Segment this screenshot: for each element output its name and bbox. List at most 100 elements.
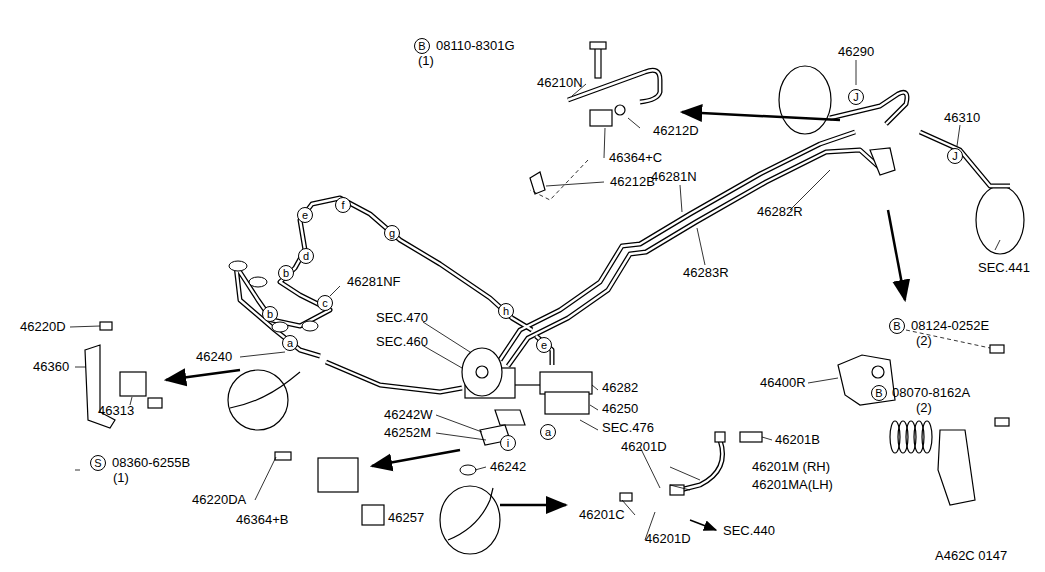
part-number: 46281NF xyxy=(347,274,400,289)
brake-pipe-inner xyxy=(920,132,1010,186)
master-cylinder xyxy=(476,366,488,378)
part-number: 46310 xyxy=(944,110,980,125)
brake-pipe xyxy=(236,70,1010,392)
callout-letter: e xyxy=(302,210,308,221)
part-number: 46400R xyxy=(760,375,806,390)
letter-callout: J xyxy=(947,148,963,164)
part-number: 46201M (RH) xyxy=(752,459,830,474)
leader-line xyxy=(680,185,682,212)
leader-line xyxy=(70,60,1000,540)
leader-line xyxy=(75,367,86,368)
letter-callout: g xyxy=(384,225,400,241)
callout-letter: J xyxy=(853,92,859,103)
joint-and-bracket xyxy=(120,372,146,396)
leader-line xyxy=(423,322,470,352)
joint-and-bracket xyxy=(740,432,762,442)
leader-line xyxy=(580,420,598,430)
callout-letter: g xyxy=(389,228,395,239)
direction-arrow xyxy=(682,112,840,120)
part-number: 08124-0252E xyxy=(911,318,989,333)
part-number: 08360-6255B xyxy=(112,455,190,470)
joint-and-bracket xyxy=(838,355,895,405)
return-spring xyxy=(890,421,932,453)
leader-line xyxy=(604,128,605,158)
wheel-outline xyxy=(228,66,1024,554)
joint-and-bracket xyxy=(362,505,384,525)
callout-letter: B xyxy=(418,41,425,52)
direction-arrow xyxy=(690,520,716,530)
leader-line xyxy=(628,118,640,128)
joint-and-bracket xyxy=(148,398,162,408)
leader-line xyxy=(475,467,486,470)
pipe-clip xyxy=(302,321,318,331)
callout-letter: d xyxy=(303,251,309,262)
brake-pipe-inner xyxy=(536,336,552,365)
part-number: SEC.440 xyxy=(723,523,775,538)
leader-line xyxy=(995,240,1000,250)
wheel-outline xyxy=(440,486,500,554)
joint-and-bracket xyxy=(595,48,601,78)
brake-hose xyxy=(230,372,300,408)
leader-line xyxy=(436,433,486,440)
letter-callout: B xyxy=(889,318,905,334)
brake-hose xyxy=(680,440,723,490)
direction-arrow xyxy=(166,112,905,530)
callout-letter: a xyxy=(545,427,551,438)
part-number: 46201D xyxy=(645,531,691,546)
part-number: SEC.441 xyxy=(978,260,1030,275)
letter-callout: e xyxy=(536,337,552,353)
joint-and-bracket xyxy=(995,418,1009,426)
direction-arrow xyxy=(500,504,566,507)
joint-and-bracket xyxy=(530,172,545,194)
part-number: 46290 xyxy=(838,44,874,59)
joint-and-bracket xyxy=(275,452,291,460)
letter-callout: i xyxy=(500,435,516,451)
letter-callout: B xyxy=(414,38,430,54)
joint-and-bracket xyxy=(590,110,612,126)
part-number: 46257 xyxy=(388,510,424,525)
pipe-clip xyxy=(229,261,247,271)
leader-line xyxy=(436,415,482,432)
brake-pipe-inner xyxy=(236,70,1010,392)
part-number: 46360 xyxy=(33,359,69,374)
leader-line xyxy=(697,228,705,265)
joint-and-bracket xyxy=(615,105,625,115)
part-number: 46242W xyxy=(384,407,432,422)
part-number: (2) xyxy=(916,400,932,415)
letter-callout: a xyxy=(282,335,298,351)
part-number: (1) xyxy=(113,470,129,485)
direction-arrow xyxy=(166,370,240,380)
part-number: SEC.470 xyxy=(376,310,428,325)
part-number: 46282 xyxy=(602,380,638,395)
brake-hose xyxy=(715,432,725,442)
letter-callout: J xyxy=(848,89,864,105)
part-number: 46313 xyxy=(98,403,134,418)
part-number: 46210N xyxy=(537,75,583,90)
part-number: (2) xyxy=(916,333,932,348)
part-number: 46364+C xyxy=(609,150,662,165)
part-number: A462C 0147 xyxy=(935,548,1007,563)
letter-callout: d xyxy=(298,248,314,264)
part-number: 46201B xyxy=(775,432,820,447)
return-spring xyxy=(922,421,932,453)
joint-and-bracket xyxy=(100,322,112,330)
letter-callout: b xyxy=(278,265,294,281)
part-number: 46282R xyxy=(757,204,803,219)
callout-letter: f xyxy=(341,200,344,211)
wheel-outline xyxy=(976,186,1024,254)
part-number: 46212B xyxy=(610,174,655,189)
letter-callout: f xyxy=(335,197,351,213)
master-cylinder xyxy=(462,348,502,396)
letter-callout: e xyxy=(297,207,313,223)
letter-callout: b xyxy=(262,306,278,322)
part-number: 46252M xyxy=(384,425,431,440)
part-number: 08070-8162A xyxy=(892,385,970,400)
joint-and-bracket xyxy=(938,430,975,505)
brake-hose xyxy=(230,372,725,540)
brake-pipe-inner xyxy=(508,150,880,366)
brake-pipe xyxy=(536,336,552,365)
brake-hose xyxy=(448,488,493,540)
brake-pipe xyxy=(326,362,462,392)
